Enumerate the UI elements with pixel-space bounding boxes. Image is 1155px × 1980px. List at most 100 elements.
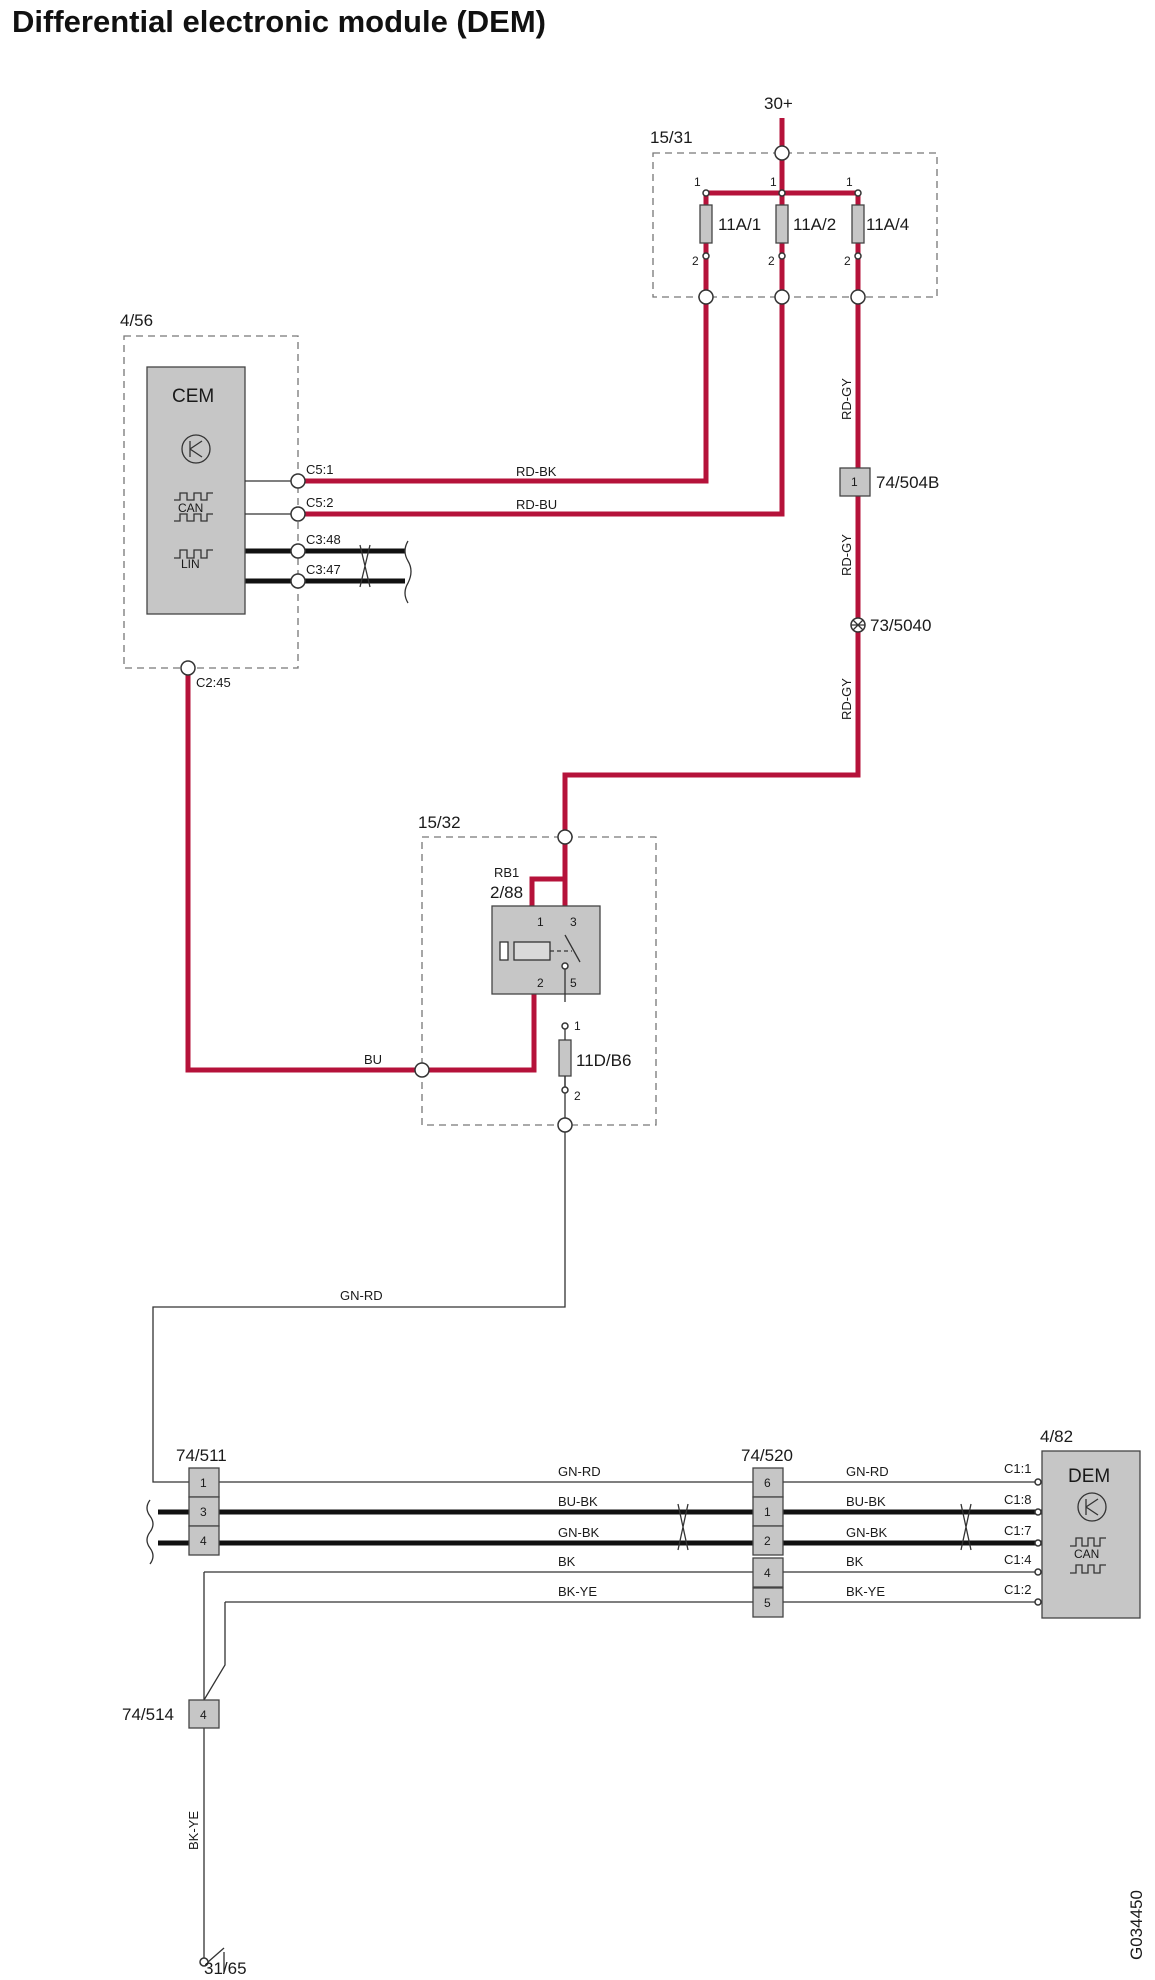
wire-color-label: BK <box>846 1554 864 1569</box>
relay-tag: RB1 <box>494 865 519 880</box>
can-signal-icon <box>174 492 213 522</box>
cem-lin-label: LIN <box>181 557 200 571</box>
fuse-pin-out: 2 <box>768 254 775 268</box>
wire-color-label: RD-BU <box>516 497 557 512</box>
relay-2-88 <box>491 905 601 1002</box>
cut-marks <box>146 540 412 1565</box>
wire-color-label: BK-YE <box>186 1811 201 1850</box>
cem-name: CEM <box>172 386 214 407</box>
wire-color-label: RD-GY <box>839 378 854 420</box>
fuse-pin-out: 2 <box>692 254 699 268</box>
relay-box-id: 15/32 <box>418 813 461 832</box>
wire-color-label: GN-RD <box>558 1464 601 1479</box>
wire-color-label: BU-BK <box>558 1494 598 1509</box>
connector-label: 74/504B <box>876 473 939 492</box>
fuse-label: 11A/4 <box>866 215 909 234</box>
dem-pin-label: C1:7 <box>1004 1523 1031 1538</box>
wire-color-label: GN-BK <box>846 1525 888 1540</box>
supply-label: 30+ <box>764 94 793 113</box>
relay-pin-label: 2 <box>537 976 544 990</box>
relay-pin-label: 3 <box>570 915 577 929</box>
connector-pin-label: 6 <box>764 1476 771 1490</box>
dem-pin-label: C1:2 <box>1004 1582 1031 1597</box>
cem-pin-label: C3:47 <box>306 562 341 577</box>
fuse-pin-out: 2 <box>844 254 851 268</box>
splice-73-5040 <box>850 617 866 633</box>
signal-wires <box>152 1058 1042 1972</box>
dem-can-label: CAN <box>1074 1547 1099 1561</box>
fuse-pin-in: 1 <box>770 175 777 189</box>
twisted-pair-symbols <box>359 544 972 1551</box>
labels: 30+ 15/31 1 1 1 2 2 2 11A/1 11A/2 11A/4 … <box>120 94 1146 1978</box>
cem-pin-label: C5:1 <box>306 462 333 477</box>
dem-pin-label: C1:1 <box>1004 1461 1031 1476</box>
wire-color-label: GN-BK <box>558 1525 600 1540</box>
connector-pin-label: 1 <box>764 1505 771 1519</box>
connector-pin-label: 1 <box>851 475 858 489</box>
connector-pin-label: 4 <box>200 1534 207 1548</box>
connector-pin-label: 4 <box>200 1708 207 1722</box>
connector-pin-label: 1 <box>200 1476 207 1490</box>
wire-color-label: GN-RD <box>340 1288 383 1303</box>
connector-74-511 <box>188 1467 220 1556</box>
connector-74-514 <box>188 1699 220 1729</box>
fuse-pin-label: 1 <box>574 1019 581 1033</box>
wire-color-label: BK-YE <box>558 1584 597 1599</box>
dem-name: DEM <box>1068 1466 1110 1487</box>
transistor-icon <box>1077 1492 1107 1522</box>
relay-pin-label: 1 <box>537 915 544 929</box>
page-title: Differential electronic module (DEM) <box>12 4 546 39</box>
wire-color-label: BU-BK <box>846 1494 886 1509</box>
lin-signal-icon <box>174 549 213 559</box>
wire-color-label: BK-YE <box>846 1584 885 1599</box>
cem-module <box>146 366 291 615</box>
relay-pin-label: 5 <box>570 976 577 990</box>
cem-pin-label: C3:48 <box>306 532 341 547</box>
fuse-box-15-31-outline <box>652 152 938 298</box>
ground-label: 31/65 <box>204 1959 247 1978</box>
fuse-label: 11D/B6 <box>576 1051 631 1070</box>
power-wires <box>185 118 861 1073</box>
dem-pin-label: C1:8 <box>1004 1492 1031 1507</box>
connector-pin-label: 4 <box>764 1566 771 1580</box>
cem-can-label: CAN <box>178 501 203 515</box>
wire-color-label: BU <box>364 1052 382 1067</box>
fuse-box-id: 15/31 <box>650 128 693 147</box>
dem-box-id: 4/82 <box>1040 1427 1073 1446</box>
cem-box-4-56-outline <box>123 335 299 669</box>
dem-pin-label: C1:4 <box>1004 1552 1031 1567</box>
image-code: G034450 <box>1127 1890 1146 1960</box>
cem-pin-label: C5:2 <box>306 495 333 510</box>
connector-label: 74/520 <box>741 1446 793 1465</box>
connector-pin-label: 5 <box>764 1596 771 1610</box>
wire-color-label: RD-BK <box>516 464 557 479</box>
cem-pin-label: C2:45 <box>196 675 231 690</box>
fuse-pin-label: 2 <box>574 1089 581 1103</box>
wire-color-label: GN-RD <box>846 1464 889 1479</box>
connector-label: 74/511 <box>176 1446 227 1465</box>
fuse-11a-2 <box>775 189 789 260</box>
relay-id: 2/88 <box>490 883 523 902</box>
connector-74-520 <box>752 1467 784 1618</box>
relay-box-15-32-outline <box>421 836 657 1126</box>
connection-nodes <box>180 145 866 1967</box>
fuse-pin-in: 1 <box>694 175 701 189</box>
connector-pin-label: 3 <box>200 1505 207 1519</box>
connector-pin-label: 2 <box>764 1534 771 1548</box>
fuse-label: 11A/2 <box>793 215 836 234</box>
fuse-11a-1 <box>699 189 713 260</box>
wire-color-label: RD-GY <box>839 534 854 576</box>
fuse-11a-4 <box>851 189 865 260</box>
cem-box-id: 4/56 <box>120 311 153 330</box>
fuse-label: 11A/1 <box>718 215 761 234</box>
wire-color-label: RD-GY <box>839 678 854 720</box>
fuse-11d-b6 <box>558 1022 572 1094</box>
wire-color-label: BK <box>558 1554 576 1569</box>
can-signal-icon <box>1070 1537 1106 1574</box>
dem-module <box>1034 1450 1141 1619</box>
splice-label: 73/5040 <box>870 616 931 635</box>
fuse-pin-in: 1 <box>846 175 853 189</box>
connector-label: 74/514 <box>122 1705 174 1724</box>
transistor-icon <box>181 434 211 464</box>
